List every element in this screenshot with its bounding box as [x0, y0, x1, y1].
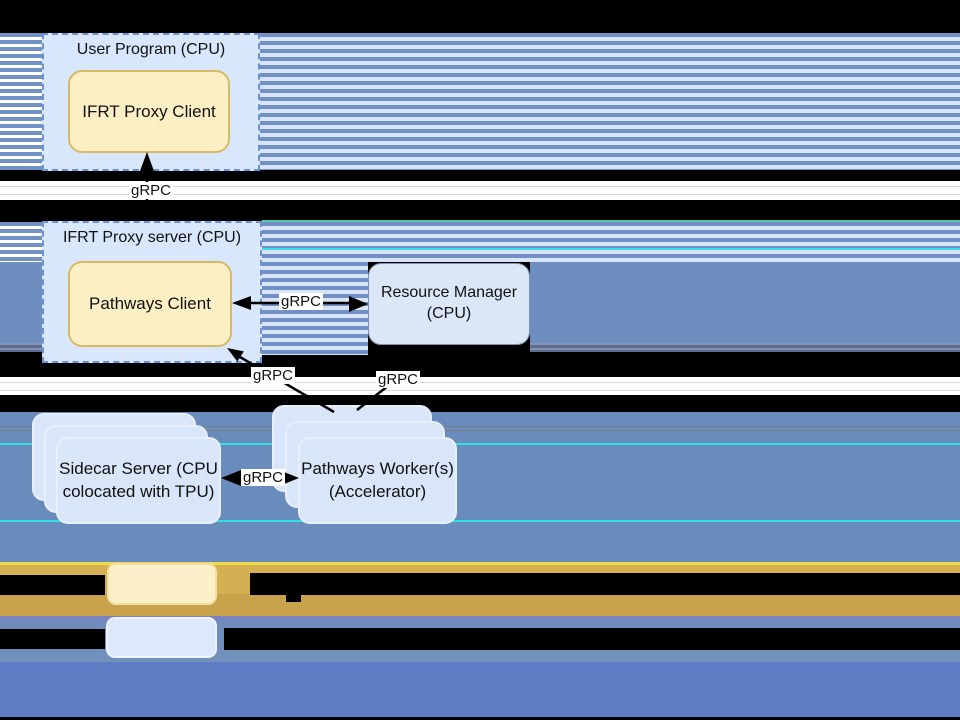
legend-swatch-yellow	[107, 563, 217, 605]
sidecar-server-node: Sidecar Server (CPU colocated with TPU)	[56, 437, 221, 524]
resource-manager-label-line2: (CPU)	[426, 305, 472, 322]
bg-bottom-black-line	[0, 717, 960, 720]
ifrt-proxy-client-label: IFRT Proxy Client	[82, 101, 216, 121]
bg-grayblue-band	[0, 650, 960, 662]
bg-teal-line	[262, 220, 960, 222]
bg-stripes-row1-left	[0, 33, 42, 170]
bg-olive-line-1	[0, 426, 960, 427]
user-program-title: User Program (CPU)	[76, 41, 226, 58]
pathways-worker-label-line2: (Accelerator)	[328, 481, 427, 501]
arrow-worker-rm-head-icon	[424, 345, 441, 360]
sidecar-server-label-line1: Sidecar Server (CPU	[59, 459, 218, 479]
legend-row1-obscured-descender	[286, 593, 301, 602]
grpc-label-1: gRPC	[129, 182, 174, 199]
bg-cyan-line-2	[0, 443, 960, 445]
pathways-worker-node: Pathways Worker(s) (Accelerator)	[298, 437, 457, 524]
bg-cyan-line-3	[0, 520, 960, 522]
bg-solidblue-row2-left	[0, 262, 42, 343]
bg-olive-line-2	[0, 430, 960, 431]
bg-stripes-row2-right	[262, 222, 960, 262]
grpc-label-5: gRPC	[241, 469, 286, 486]
sidecar-server-label-line2: colocated with TPU)	[62, 481, 215, 501]
pathways-worker-label-line1: Pathways Worker(s)	[301, 459, 454, 479]
legend-swatch-blue	[106, 617, 217, 658]
bg-fade-right	[530, 343, 960, 352]
grpc-label-3: gRPC	[251, 367, 296, 384]
bg-white-band-1	[0, 181, 960, 200]
resource-manager-label-line1: Resource Manager	[380, 284, 518, 302]
bg-solidblue-row2-right	[530, 262, 960, 343]
pathways-client-node: Pathways Client	[68, 261, 232, 347]
grpc-label-4: gRPC	[376, 371, 421, 388]
ifrt-proxy-client-node: IFRT Proxy Client	[68, 70, 230, 153]
bg-white-band-2	[0, 377, 960, 395]
grpc-label-2: gRPC	[279, 293, 324, 310]
bg-stripes-row1-right	[260, 33, 960, 170]
bg-cyan-line-1	[262, 248, 960, 250]
legend-row2-obscured-text	[224, 628, 960, 650]
bg-purple-line	[0, 616, 960, 620]
bg-bottom-blue	[0, 662, 960, 717]
legend-row2-obscured-left	[0, 629, 105, 649]
ifrt-proxy-server-title: IFRT Proxy server (CPU)	[62, 229, 242, 246]
legend-row1-obscured-text	[250, 573, 960, 595]
pathways-client-label: Pathways Client	[89, 294, 211, 313]
legend-row1-obscured-left	[0, 575, 105, 595]
bg-stripes-row2-left	[0, 222, 42, 262]
resource-manager-node: Resource Manager (CPU)	[368, 263, 530, 345]
